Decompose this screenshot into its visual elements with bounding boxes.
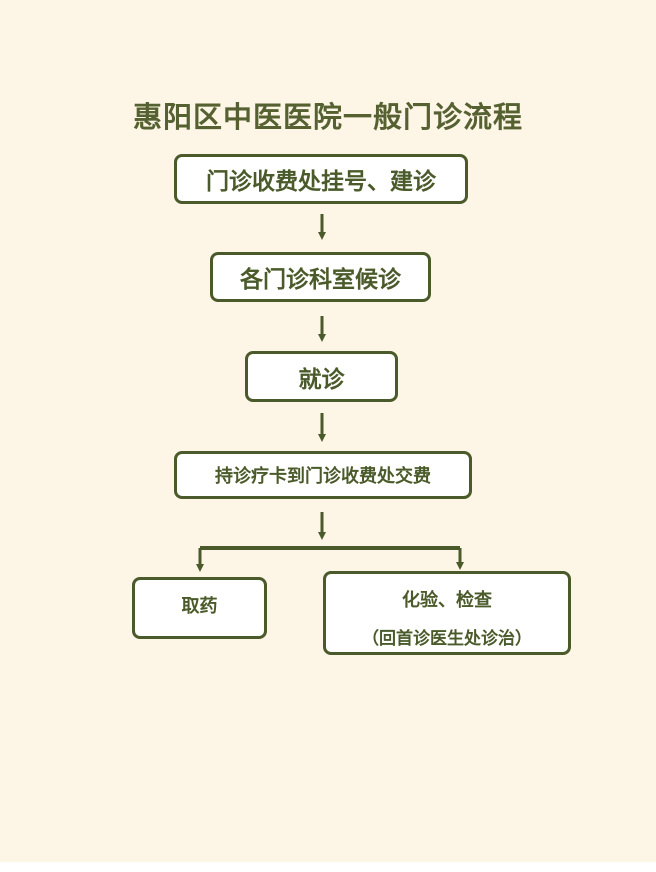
branch-pharmacy: 取药 xyxy=(132,577,267,639)
branch-tests-label: 化验、检查 xyxy=(402,590,492,611)
branch-tests: 化验、检查 （回首诊医生处诊治） xyxy=(323,571,571,655)
step-registration-label: 门诊收费处挂号、建诊 xyxy=(206,169,436,195)
step-consultation: 就诊 xyxy=(245,351,398,402)
step-registration: 门诊收费处挂号、建诊 xyxy=(174,154,468,204)
step-waiting-label: 各门诊科室候诊 xyxy=(240,267,401,293)
step-waiting: 各门诊科室候诊 xyxy=(210,252,431,302)
branch-pharmacy-label: 取药 xyxy=(181,596,218,617)
branch-tests-note: （回首诊医生处诊治） xyxy=(362,629,532,649)
step-payment-label: 持诊疗卡到门诊收费处交费 xyxy=(215,466,431,487)
flowchart-title: 惠阳区中医医院一般门诊流程 xyxy=(132,100,523,134)
step-payment: 持诊疗卡到门诊收费处交费 xyxy=(174,451,472,499)
step-consultation-label: 就诊 xyxy=(298,366,345,393)
